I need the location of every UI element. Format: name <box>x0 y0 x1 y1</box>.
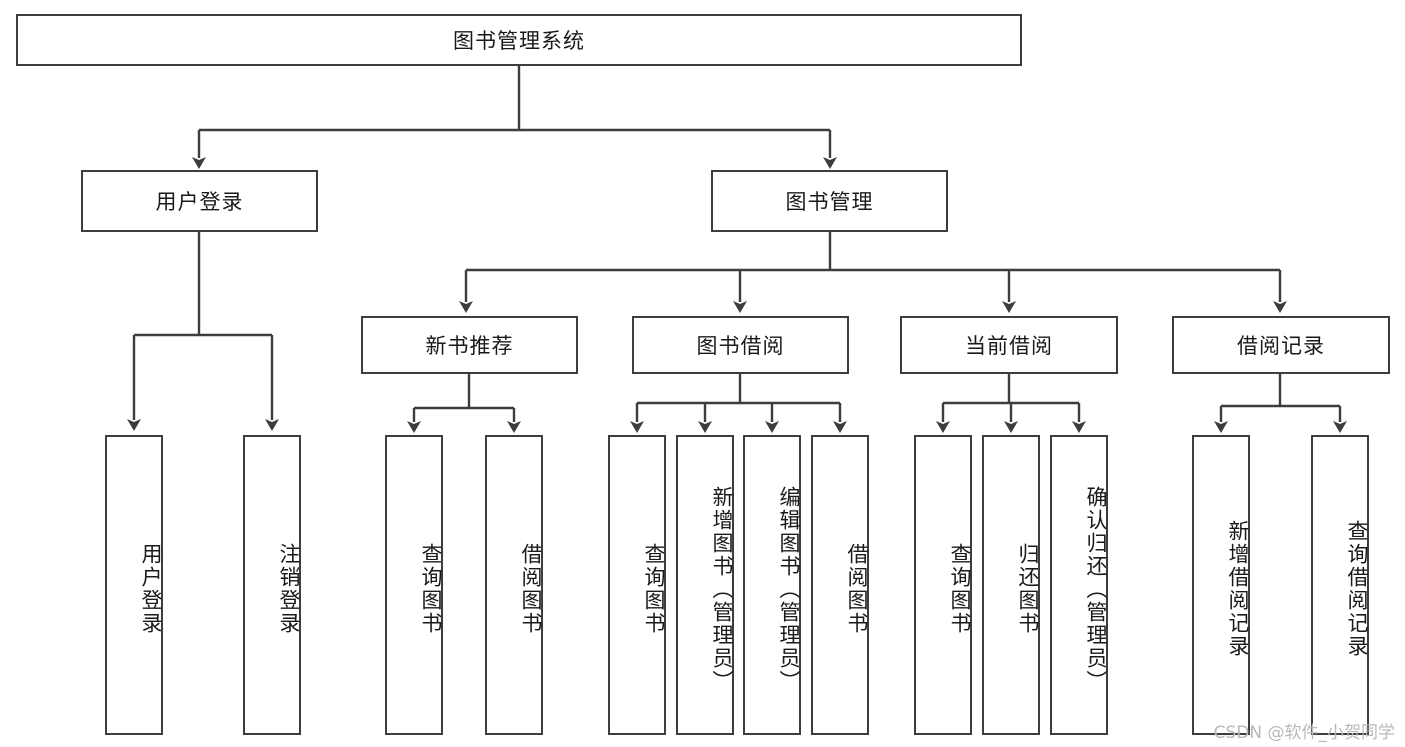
node-label: 编辑图书（管理员） <box>777 485 801 693</box>
leaf-borrow-borrow-book[interactable]: 借阅图书 <box>811 435 869 735</box>
node-label: 图书管理 <box>785 190 874 214</box>
node-label: 当前借阅 <box>965 334 1053 358</box>
node-label: 借阅图书 <box>519 543 543 635</box>
node-new-book-recommend[interactable]: 新书推荐 <box>361 316 578 374</box>
node-label: 查询图书 <box>419 543 443 635</box>
leaf-borrow-add-book-admin[interactable]: 新增图书（管理员） <box>676 435 734 735</box>
node-book-borrow[interactable]: 图书借阅 <box>632 316 849 374</box>
node-label: 注销登录 <box>277 543 301 635</box>
node-user-login[interactable]: 用户登录 <box>81 170 318 232</box>
node-label: 确认归还（管理员） <box>1084 485 1108 693</box>
leaf-borrow-edit-book-admin[interactable]: 编辑图书（管理员） <box>743 435 801 735</box>
leaf-user-login[interactable]: 用户登录 <box>105 435 163 735</box>
node-label: 查询借阅记录 <box>1345 520 1369 658</box>
leaf-recommend-query-book[interactable]: 查询图书 <box>385 435 443 735</box>
leaf-current-confirm-return-admin[interactable]: 确认归还（管理员） <box>1050 435 1108 735</box>
node-label: 用户登录 <box>139 543 163 635</box>
node-current-borrow[interactable]: 当前借阅 <box>900 316 1118 374</box>
leaf-record-query-borrow-record[interactable]: 查询借阅记录 <box>1311 435 1369 735</box>
node-label: 新书推荐 <box>425 334 514 358</box>
leaf-record-add-borrow-record[interactable]: 新增借阅记录 <box>1192 435 1250 735</box>
node-borrow-record[interactable]: 借阅记录 <box>1172 316 1390 374</box>
leaf-current-query-book[interactable]: 查询图书 <box>914 435 972 735</box>
node-label: 新增借阅记录 <box>1226 520 1250 658</box>
leaf-borrow-query-book[interactable]: 查询图书 <box>608 435 666 735</box>
node-label: 图书管理系统 <box>453 29 585 53</box>
leaf-recommend-borrow-book[interactable]: 借阅图书 <box>485 435 543 735</box>
node-label: 新增图书（管理员） <box>710 485 734 693</box>
node-label: 用户登录 <box>155 190 244 214</box>
node-label: 查询图书 <box>642 543 666 635</box>
node-book-management[interactable]: 图书管理 <box>711 170 948 232</box>
node-label: 借阅记录 <box>1237 334 1325 358</box>
node-label: 图书借阅 <box>696 334 785 358</box>
node-label: 查询图书 <box>948 543 972 635</box>
watermark-text: CSDN @软件_小贺同学 <box>1213 723 1395 743</box>
node-label: 归还图书 <box>1016 543 1040 635</box>
node-label: 借阅图书 <box>845 543 869 635</box>
leaf-current-return-book[interactable]: 归还图书 <box>982 435 1040 735</box>
leaf-logout-login[interactable]: 注销登录 <box>243 435 301 735</box>
node-root-system[interactable]: 图书管理系统 <box>16 14 1022 66</box>
